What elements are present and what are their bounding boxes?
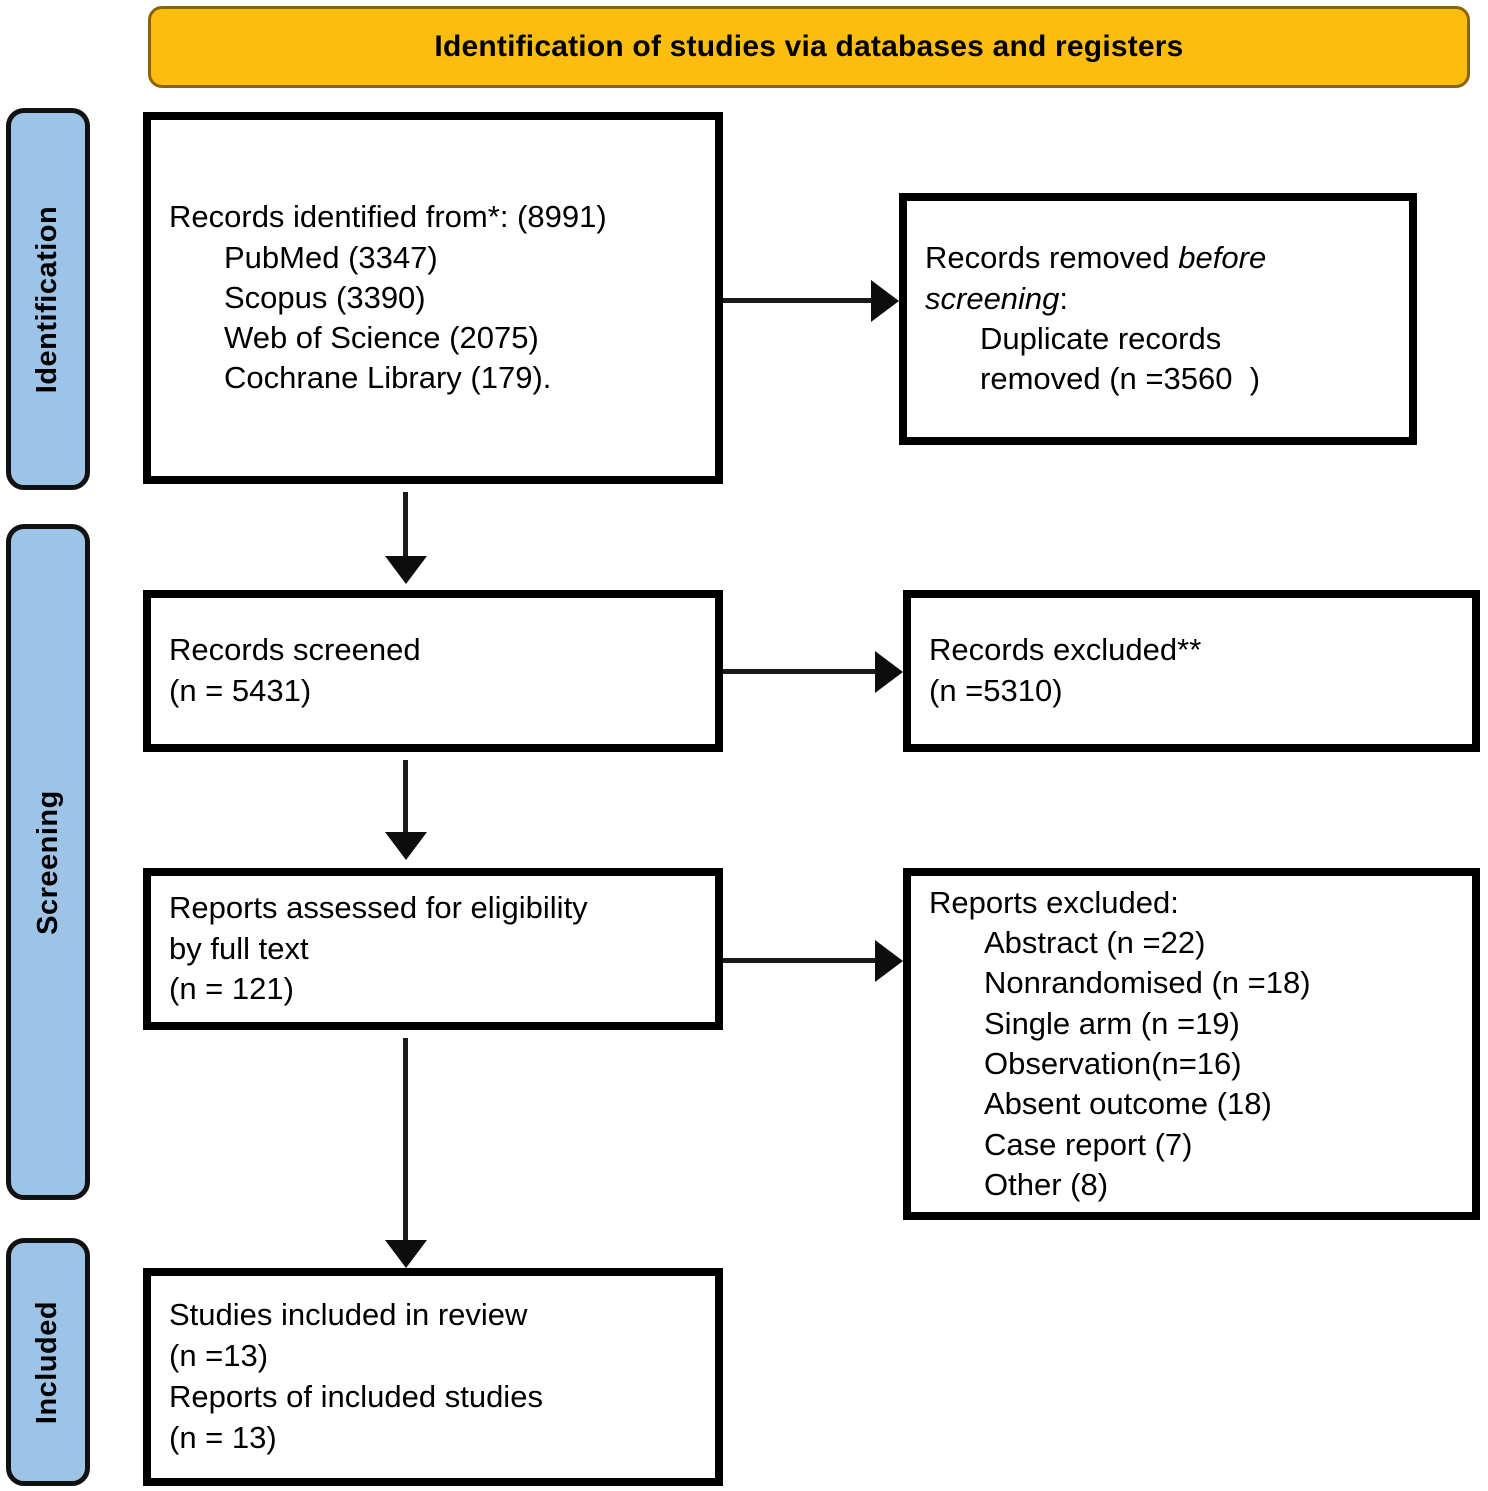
box-records-screened: Records screened (n = 5431): [143, 590, 723, 752]
records-removed-italic-1: before: [1178, 240, 1267, 276]
arrow-identified-to-screened: [403, 492, 408, 558]
eligibility-count: (n = 121): [169, 971, 294, 1007]
box-records-identified: Records identified from*: (8991) PubMed …: [143, 112, 723, 484]
records-removed-heading-line2: screening:: [925, 279, 1391, 319]
studies-included-count: (n =13): [169, 1338, 269, 1374]
reason-single-arm: Single arm (n =19): [984, 1005, 1240, 1041]
duplicate-records-line2: removed (n =3560 ): [980, 361, 1261, 397]
records-removed-plain-2: :: [1059, 280, 1069, 316]
records-removed-plain-1: Records removed: [925, 240, 1179, 276]
records-removed-italic-2: screening: [925, 280, 1060, 316]
box-studies-included: Studies included in review (n =13) Repor…: [143, 1268, 723, 1486]
records-identified-total: Records identified from*: (8991): [169, 199, 607, 235]
reason-other: Other (8): [984, 1166, 1109, 1202]
reason-abstract: Abstract (n =22): [984, 925, 1206, 961]
reports-excluded-heading: Reports excluded:: [929, 884, 1179, 920]
arrow-screened-to-eligibility: [403, 760, 408, 834]
records-screened-count: (n = 5431): [169, 673, 312, 708]
stage-tab-screening-label: Screening: [31, 789, 64, 935]
records-screened-label: Records screened: [169, 632, 421, 668]
arrow-screened-to-excluded: [723, 669, 877, 674]
box-reports-excluded: Reports excluded: Abstract (n =22) Nonra…: [903, 868, 1480, 1220]
records-removed-heading-line1: Records removed before: [925, 238, 1391, 278]
records-excluded-label: Records excluded**: [929, 632, 1202, 668]
stage-tab-screening: Screening: [6, 524, 90, 1200]
diagram-header-banner: Identification of studies via databases …: [148, 6, 1470, 88]
stage-tab-included-label: Included: [31, 1300, 64, 1424]
box-records-excluded: Records excluded** (n =5310): [903, 590, 1480, 752]
arrow-eligibility-to-included: [403, 1038, 408, 1242]
records-excluded-count: (n =5310): [929, 673, 1063, 708]
box-records-removed-before-screening: Records removed before screening: Duplic…: [899, 193, 1417, 445]
studies-included-label: Studies included in review: [169, 1297, 528, 1333]
eligibility-label-line2: by full text: [169, 930, 309, 966]
reason-observation: Observation(n=16): [984, 1046, 1242, 1081]
box-reports-assessed-for-eligibility: Reports assessed for eligibility by full…: [143, 868, 723, 1030]
eligibility-label-line1: Reports assessed for eligibility: [169, 889, 588, 925]
source-web-of-science: Web of Science (2075): [224, 320, 539, 356]
arrow-eligibility-to-reports-excluded: [723, 958, 877, 963]
diagram-title: Identification of studies via databases …: [434, 30, 1184, 63]
reason-nonrandomised: Nonrandomised (n =18): [984, 965, 1311, 1001]
source-cochrane-library: Cochrane Library (179).: [224, 360, 552, 396]
stage-tab-identification-label: Identification: [31, 205, 64, 393]
source-scopus: Scopus (3390): [224, 279, 426, 315]
arrow-identified-to-removed: [723, 298, 873, 303]
duplicate-records-line1: Duplicate records: [980, 321, 1222, 356]
reports-included-label: Reports of included studies: [169, 1379, 543, 1414]
source-pubmed: PubMed (3347): [224, 239, 438, 275]
stage-tab-identification: Identification: [6, 108, 90, 490]
reason-absent-outcome: Absent outcome (18): [984, 1086, 1272, 1122]
stage-tab-included: Included: [6, 1238, 90, 1486]
reports-included-count: (n = 13): [169, 1419, 277, 1455]
reason-case-report: Case report (7): [984, 1126, 1193, 1162]
